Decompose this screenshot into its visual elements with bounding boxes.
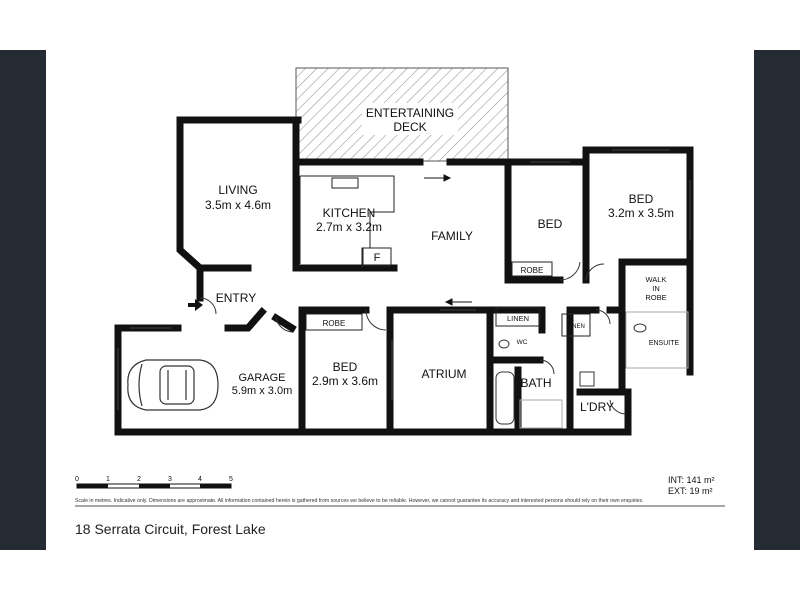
- scale-tick: 3: [168, 476, 172, 483]
- kitchen-benches: [299, 175, 395, 268]
- bathroom-fixtures: [495, 311, 689, 429]
- bed3-robe-label: ROBE: [323, 319, 346, 328]
- bath-label: BATH: [520, 376, 551, 390]
- scale-tick: 5: [229, 476, 233, 483]
- property-address: 18 Serrata Circuit, Forest Lake: [75, 521, 266, 537]
- linen2-label: LINEN: [567, 324, 585, 330]
- entry-arrow-icon: [188, 299, 203, 311]
- living-label: LIVING: [218, 183, 257, 197]
- garage-dims: 5.9m x 3.0m: [232, 385, 293, 397]
- entertaining-deck: [295, 67, 509, 162]
- bed1-dims: 3.2m x 3.5m: [608, 206, 674, 220]
- linen-closet-2: [561, 313, 591, 337]
- slider-arrows: [424, 174, 472, 306]
- scale-tick: 2: [137, 476, 141, 483]
- scale-tick: 1: [106, 476, 110, 483]
- bed2-label: BED: [538, 217, 563, 231]
- walkin-label-1: WALK: [646, 275, 667, 284]
- garage-label: GARAGE: [238, 372, 285, 384]
- living-dims: 3.5m x 4.6m: [205, 198, 271, 212]
- windows: [117, 149, 691, 410]
- laundry-label: L'DRY: [580, 400, 614, 414]
- room-labels: ENTERTAINING DECK LIVING 3.5m x 4.6m KIT…: [205, 106, 680, 414]
- exterior-area: EXT: 19 m²: [668, 486, 713, 496]
- bed3-dims: 2.9m x 3.6m: [312, 374, 378, 388]
- door-swings: [199, 261, 627, 415]
- linen1-label: LINEN: [507, 314, 529, 323]
- walls: [114, 116, 694, 436]
- scale-tick: 4: [198, 476, 202, 483]
- bed3-robe-outline: [305, 313, 363, 331]
- family-label: FAMILY: [431, 229, 473, 243]
- wc-label: WC: [517, 339, 528, 346]
- scale-bar: 0 1 2 3 4 5: [75, 476, 233, 489]
- entry-label: ENTRY: [216, 291, 256, 305]
- bed2-robe-outline: [511, 261, 553, 277]
- scale-tick: 0: [75, 476, 79, 483]
- atrium-label: ATRIUM: [421, 367, 466, 381]
- walkin-label-2: IN: [652, 284, 660, 293]
- linen-closet-1: [495, 307, 541, 327]
- kitchen-label: KITCHEN: [323, 206, 376, 220]
- walkin-label-3: ROBE: [645, 293, 666, 302]
- bed3-label: BED: [333, 360, 358, 374]
- fridge-label: F: [374, 252, 381, 264]
- deck-label-2: DECK: [393, 120, 426, 134]
- right-dark-panel: [754, 50, 800, 550]
- deck-label-1: ENTERTAINING: [366, 106, 454, 120]
- left-dark-panel: [0, 50, 46, 550]
- interior-area: INT: 141 m²: [668, 475, 715, 485]
- car-icon: [127, 359, 219, 411]
- bed1-label: BED: [629, 192, 654, 206]
- bed2-robe-label: ROBE: [521, 266, 544, 275]
- ensuite-label: ENSUITE: [649, 340, 680, 347]
- kitchen-dims: 2.7m x 3.2m: [316, 220, 382, 234]
- disclaimer: Scale in metres. Indicative only. Dimens…: [75, 498, 644, 504]
